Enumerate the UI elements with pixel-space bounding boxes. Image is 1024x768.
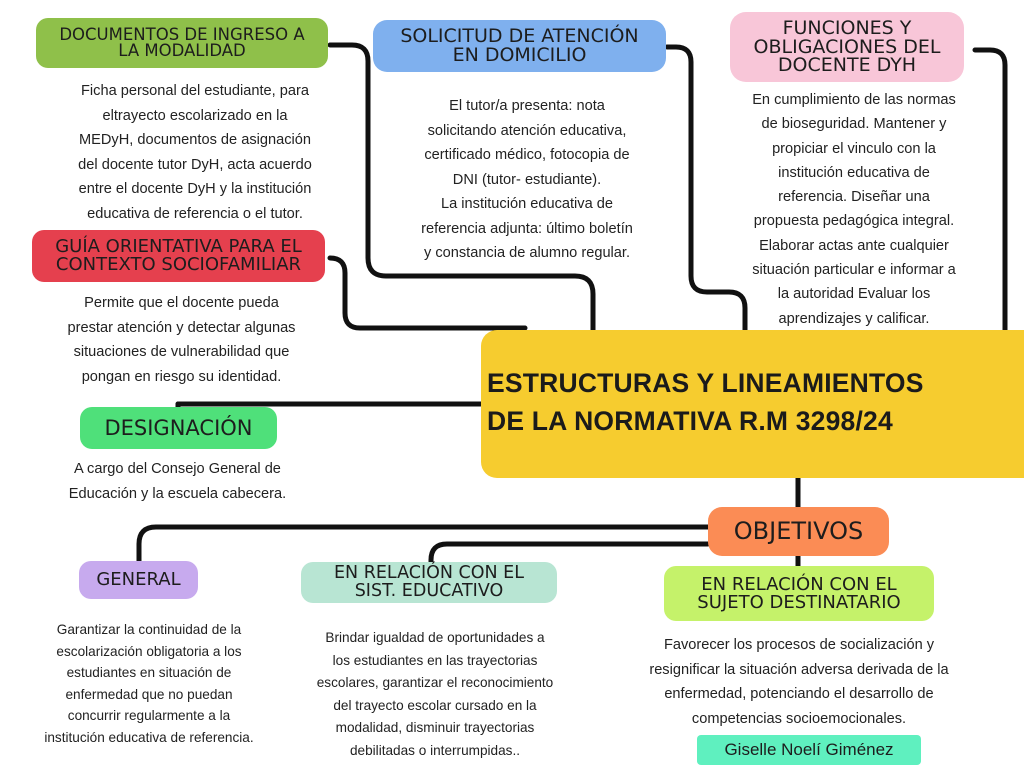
desc-line: La institución educativa de: [441, 196, 613, 212]
desc-line: debilitadas o interrumpidas..: [349, 742, 520, 758]
desc-line: educativa de referencia o el tutor.: [87, 205, 303, 222]
node-sujeto-desc: Favorecer los procesos de socialización …: [611, 633, 987, 731]
desc-line: Ficha personal del estudiante, para: [81, 83, 309, 99]
desc-line: pongan en riesgo su identidad.: [81, 368, 282, 385]
node-solicitud-title: SOLICITUD DE ATENCIÓN EN DOMICILIO: [373, 20, 666, 72]
desc-line: solicitando atención educativa,: [427, 122, 627, 139]
connector-guia: [327, 255, 528, 331]
desc-line: estudiantes en situación de: [66, 665, 232, 680]
desc-line: del trayecto escolar cursado en la: [333, 697, 537, 713]
desc-line: El tutor/a presenta: nota: [449, 98, 605, 114]
desc-line: Brindar igualdad de oportunidades a: [325, 630, 545, 645]
funciones-title-line2: OBLIGACIONES DEL: [753, 35, 941, 58]
documentos-title-line2: LA MODALIDAD: [118, 41, 246, 60]
desc-line: escolarización obligatoria a los: [56, 643, 242, 659]
node-guia-desc: Permite que el docente pueda prestar ate…: [34, 291, 329, 389]
sujeto-title-line2: SUJETO DESTINATARIO: [697, 591, 901, 613]
node-sujeto-title: EN RELACIÓN CON EL SUJETO DESTINATARIO: [664, 566, 934, 621]
desc-line: Permite que el docente pueda: [84, 295, 279, 311]
guia-title-line2: CONTEXTO SOCIOFAMILIAR: [55, 254, 302, 275]
desc-line: situación particular e informar a: [752, 262, 956, 279]
node-solicitud-desc: El tutor/a presenta: nota solicitando at…: [392, 94, 662, 266]
node-designacion-title: DESIGNACIÓN: [80, 407, 277, 449]
author-name: Giselle Noelí Giménez: [724, 739, 894, 759]
connector-funciones: [972, 47, 1008, 335]
objetivos-title-text: OBJETIVOS: [733, 516, 864, 545]
sistema-title-line1: EN RELACIÓN CON EL: [333, 563, 524, 584]
desc-line: y constancia de alumno regular.: [423, 245, 631, 261]
desc-line: competencias socioemocionales.: [691, 710, 907, 727]
node-documentos-desc: Ficha personal del estudiante, para eltr…: [40, 79, 350, 226]
desc-line: Garantizar la continuidad de la: [56, 622, 242, 637]
sujeto-title-line1: EN RELACIÓN CON EL: [701, 573, 897, 595]
node-designacion-desc: A cargo del Consejo General de Educación…: [40, 457, 315, 506]
desc-line: Favorecer los procesos de socialización …: [663, 637, 935, 653]
desc-line: modalidad, disminuir trayectorias: [335, 720, 535, 735]
desc-line: institución educativa de: [778, 164, 930, 181]
desc-line: En cumplimiento de las normas: [752, 92, 956, 108]
connector-solicitud: [664, 44, 748, 335]
desc-line: certificado médico, fotocopia de: [424, 147, 630, 163]
desc-line: DNI (tutor- estudiante).: [452, 171, 602, 188]
connector-sistema: [428, 541, 711, 567]
node-objetivos-title: OBJETIVOS: [708, 507, 889, 556]
desc-line: de bioseguridad. Mantener y: [761, 116, 947, 133]
desc-line: referencia. Diseñar una: [778, 189, 930, 206]
designacion-title-text: DESIGNACIÓN: [104, 415, 253, 440]
desc-line: concurrir regularmente a la: [67, 708, 231, 723]
node-general-title: GENERAL: [79, 561, 198, 599]
node-documentos-title: DOCUMENTOS DE INGRESO A LA MODALIDAD: [36, 18, 328, 68]
node-general-desc: Garantizar la continuidad de la escolari…: [20, 619, 278, 748]
desc-line: propiciar el vinculo con la: [772, 140, 936, 157]
desc-line: enfermedad, potenciando el desarrollo de: [664, 686, 934, 702]
desc-line: entre el docente DyH y la institución: [78, 181, 312, 197]
funciones-title-line1: FUNCIONES Y: [782, 17, 912, 40]
funciones-title-line3: DOCENTE DYH: [777, 54, 917, 77]
central-title-box: ESTRUCTURAS Y LINEAMIENTOS DE LA NORMATI…: [481, 330, 1024, 478]
solicitud-title-line1: SOLICITUD DE ATENCIÓN: [400, 25, 639, 48]
node-sistema-desc: Brindar igualdad de oportunidades a los …: [290, 627, 580, 762]
desc-line: resignificar la situación adversa deriva…: [649, 661, 949, 678]
desc-line: situaciones de vulnerabilidad que: [73, 344, 290, 360]
node-guia-title: GUÍA ORIENTATIVA PARA EL CONTEXTO SOCIOF…: [32, 230, 325, 282]
author-badge: Giselle Noelí Giménez: [697, 735, 921, 765]
desc-line: MEDyH, documentos de asignación: [79, 132, 311, 148]
guia-title-line1: GUÍA ORIENTATIVA PARA EL: [55, 236, 302, 258]
node-sistema-title: EN RELACIÓN CON EL SIST. EDUCATIVO: [301, 562, 557, 603]
desc-line: enfermedad que no puedan: [65, 686, 233, 702]
desc-line: escolares, garantizar el reconocimiento: [316, 675, 554, 690]
desc-line: A cargo del Consejo General de: [74, 461, 281, 477]
desc-line: institución educativa de referencia.: [44, 729, 254, 745]
desc-line: los estudiantes en las trayectorias: [332, 652, 538, 668]
desc-line: propuesta pedagógica integral.: [753, 213, 955, 230]
node-funciones-desc: En cumplimiento de las normas de biosegu…: [725, 88, 983, 331]
desc-line: aprendizajes y calificar.: [778, 310, 930, 327]
node-funciones-title: FUNCIONES Y OBLIGACIONES DEL DOCENTE DYH: [730, 12, 964, 82]
documentos-title-line1: DOCUMENTOS DE INGRESO A: [59, 24, 305, 44]
central-title-line2: DE LA NORMATIVA R.M 3298/24: [487, 406, 893, 436]
sistema-title-line2: SIST. EDUCATIVO: [354, 580, 504, 601]
desc-line: referencia adjunta: último boletín: [421, 220, 633, 237]
general-title-text: GENERAL: [96, 569, 181, 591]
solicitud-title-line2: EN DOMICILIO: [452, 44, 587, 66]
desc-line: Educación y la escuela cabecera.: [68, 485, 287, 502]
central-title-line1: ESTRUCTURAS Y LINEAMIENTOS: [487, 368, 924, 398]
connector-documentos: [327, 42, 596, 335]
connector-general: [136, 524, 711, 565]
desc-line: prestar atención y detectar algunas: [67, 319, 296, 336]
desc-line: del docente tutor DyH, acta acuerdo: [78, 156, 312, 173]
desc-line: eltrayecto escolarizado en la: [102, 107, 288, 124]
desc-line: Elaborar actas ante cualquier: [759, 237, 949, 254]
desc-line: la autoridad Evaluar los: [777, 286, 931, 303]
